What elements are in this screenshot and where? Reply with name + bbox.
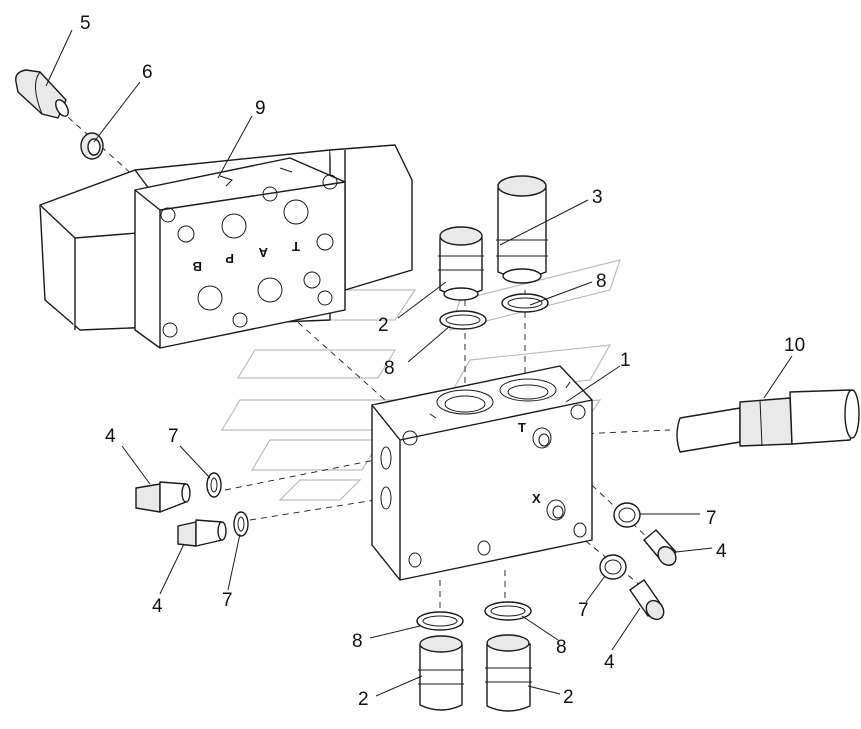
plug-left-lower <box>177 519 227 547</box>
callout-5: 5 <box>80 13 91 34</box>
valve-port-p: P <box>225 251 234 266</box>
plug-right-lower <box>629 579 665 621</box>
callout-2-bottom-right: 2 <box>563 687 574 708</box>
seal-ring-left-upper <box>206 472 222 498</box>
o-ring-bottom-left <box>416 611 464 631</box>
o-ring-top-left <box>439 310 487 330</box>
sensor <box>676 389 860 453</box>
callout-8-bottom-right: 8 <box>556 637 567 658</box>
callout-3: 3 <box>592 187 603 208</box>
seal-ring-right-upper <box>613 502 641 528</box>
callout-2-top: 2 <box>378 315 389 336</box>
callout-7-left-lower: 7 <box>222 590 233 611</box>
plug-left-upper <box>135 481 191 513</box>
callout-6: 6 <box>142 62 153 83</box>
valve-port-a: A <box>258 245 268 260</box>
seal-ring-left-lower <box>233 511 249 537</box>
fitting-top-right <box>496 175 548 284</box>
seal-ring-right-lower <box>599 554 627 580</box>
valve-port-t: T <box>292 239 300 254</box>
valve-port-b: B <box>193 259 202 274</box>
callout-labels: 5 6 9 3 8 2 8 1 10 4 7 4 7 7 4 7 4 8 8 2… <box>80 13 805 710</box>
manifold-block: T X <box>371 365 593 581</box>
fitting-bottom-right <box>485 634 532 712</box>
washer <box>80 132 104 160</box>
callout-10: 10 <box>784 335 805 356</box>
callout-4-right-upper: 4 <box>716 541 727 562</box>
callout-7-right-lower: 7 <box>578 600 589 621</box>
fitting-bottom-left <box>418 635 464 711</box>
callout-7-right-upper: 7 <box>706 508 717 529</box>
callout-7-left-upper: 7 <box>168 426 179 447</box>
directional-valve: B P A T <box>39 144 413 349</box>
callout-8-top-left: 8 <box>384 358 395 379</box>
callout-2-bottom-left: 2 <box>358 689 369 710</box>
block-port-t: T <box>518 420 526 435</box>
leader-lines <box>45 29 793 697</box>
plug-right-upper <box>643 529 677 566</box>
block-port-x: X <box>532 491 541 506</box>
callout-9: 9 <box>255 98 266 119</box>
callout-8-top-right: 8 <box>596 271 607 292</box>
valve-face-holes <box>160 174 338 338</box>
fitting-top-left <box>438 226 484 301</box>
bolt <box>15 69 69 119</box>
o-ring-top-right <box>501 293 549 313</box>
callout-1: 1 <box>620 350 631 371</box>
callout-4-left-lower: 4 <box>152 596 163 617</box>
callout-4-right-lower: 4 <box>604 652 615 673</box>
callout-4-left-upper: 4 <box>105 426 116 447</box>
callout-8-bottom-left: 8 <box>352 631 363 652</box>
o-ring-bottom-right <box>484 601 532 621</box>
